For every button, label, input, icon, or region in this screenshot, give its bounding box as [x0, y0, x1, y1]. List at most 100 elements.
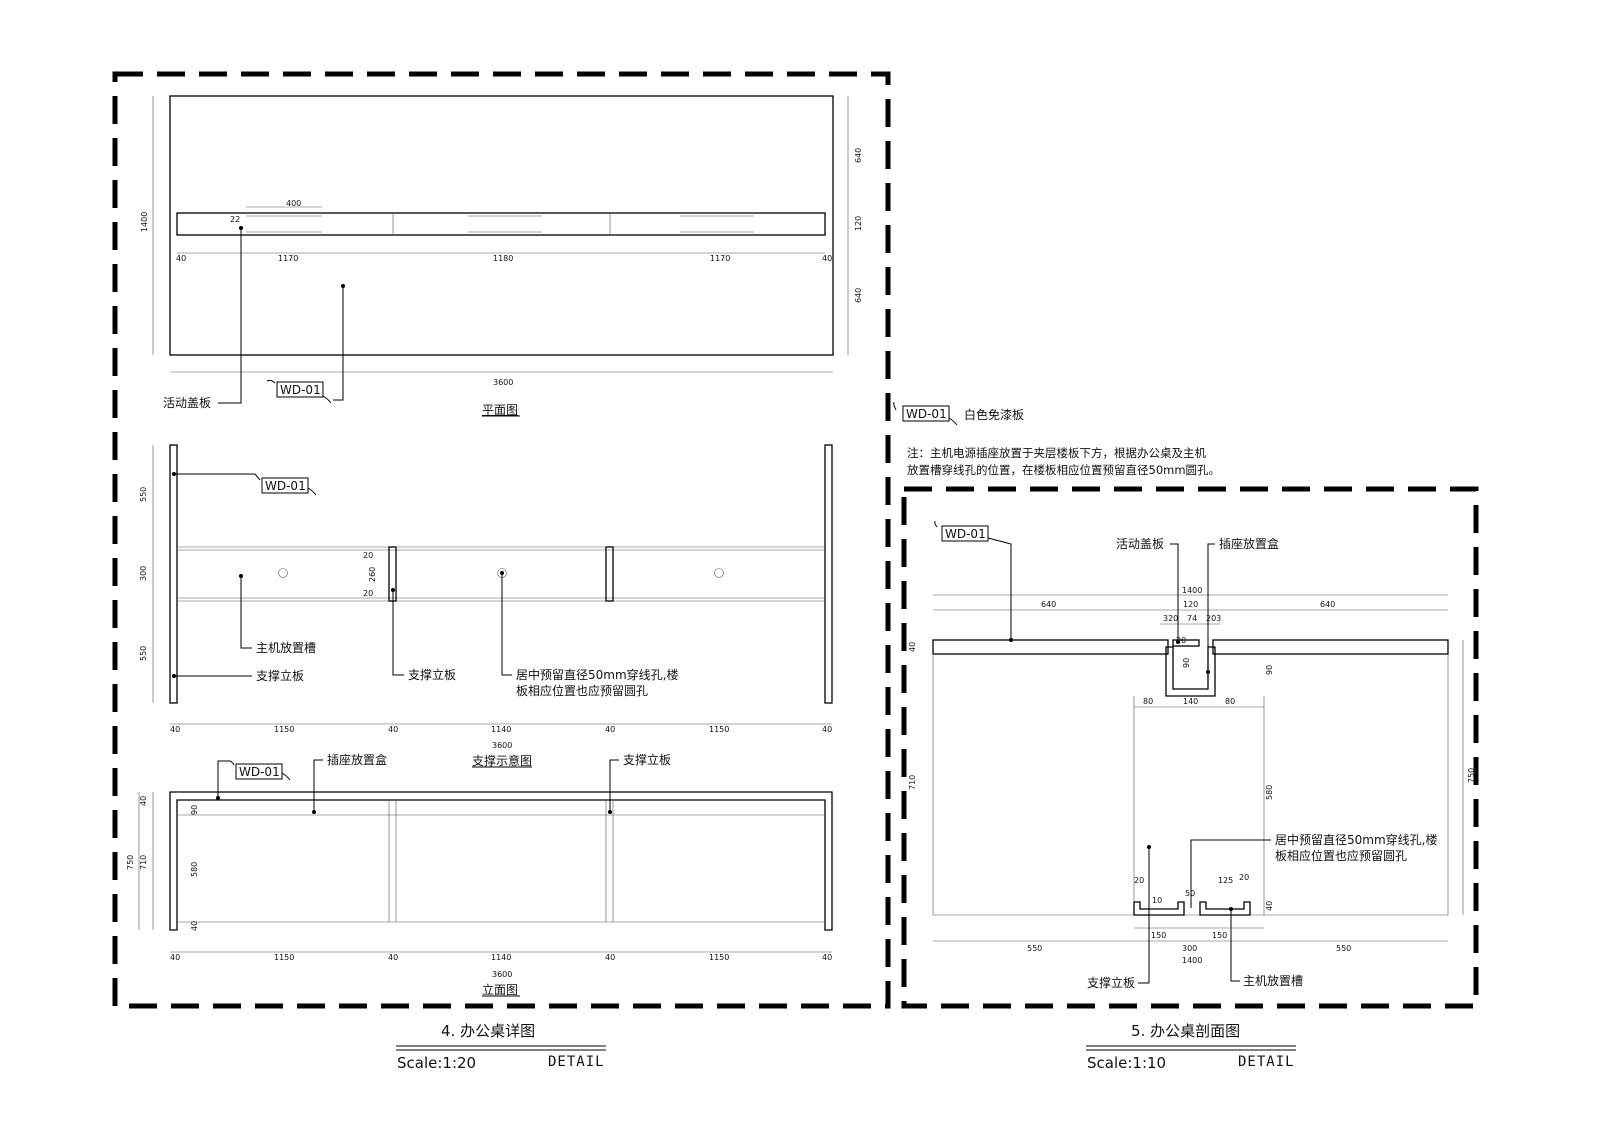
- elev-dim-e2: 40: [388, 953, 398, 962]
- support-tag-material: WD-01: [265, 479, 306, 493]
- support-dim-e4: 40: [822, 725, 832, 734]
- section-tag-material: WD-01: [945, 527, 986, 541]
- section-label-socket-box: 插座放置盒: [1219, 536, 1279, 551]
- plan-dim-bottom: 640: [854, 288, 863, 303]
- support-label-hole-line2: 板相应位置也应预留圆孔: [516, 683, 648, 698]
- plan-dim-top: 640: [854, 148, 863, 163]
- section-dim-b3: 80: [1225, 697, 1235, 706]
- support-dim-t1: 20: [363, 551, 373, 560]
- elev-dim-slot: 90: [190, 805, 199, 815]
- section-dim-total-top: 1400: [1182, 586, 1202, 595]
- section-base-left: [1133, 901, 1185, 916]
- section-dim-f3: 50: [1185, 889, 1195, 898]
- section-dim-height: 750: [1467, 768, 1476, 783]
- section-dim-c3: 203: [1206, 614, 1221, 623]
- section-label-cover: 活动盖板: [1116, 537, 1164, 551]
- support-label-panel-left: 支撑立板: [256, 668, 304, 683]
- section-view: 1400 640 120 640 320 74 203 20 40 90 90 …: [908, 520, 1476, 990]
- section-dim-f5: 20: [1239, 873, 1249, 882]
- elev-tag-material: WD-01: [239, 765, 280, 779]
- section-desktop-left: [932, 639, 1169, 655]
- support-dim-mid: 300: [139, 566, 148, 581]
- section-label-host-slot: 主机放置槽: [1243, 973, 1303, 988]
- section-dim-b2: 140: [1183, 697, 1198, 706]
- cable-hole-3: [714, 568, 724, 578]
- section-dim-box-depth-r: 90: [1265, 665, 1274, 675]
- support-panel-mid-2: [605, 546, 614, 602]
- support-dim-s3: 1150: [709, 725, 729, 734]
- section-dim-height-inner: 710: [908, 775, 917, 790]
- section-label-hole-line2: 板相应位置也应预留圆孔: [1275, 848, 1407, 863]
- support-dim-s2: 1140: [491, 725, 511, 734]
- elev-dim-height: 750: [126, 855, 135, 870]
- section-dim-w-right: 640: [1320, 600, 1335, 609]
- section-dim-h1: 550: [1027, 944, 1042, 953]
- section-dim-h3: 550: [1336, 944, 1351, 953]
- elevation-view: 40 750 710 90 580 40 40 1150 40 1140 40 …: [126, 752, 833, 997]
- section-dim-c4: 20: [1176, 636, 1186, 645]
- plan-dim-total: 3600: [493, 378, 513, 387]
- legend-desc: 白色免漆板: [964, 407, 1024, 422]
- elev-dim-leg: 580: [190, 862, 199, 877]
- support-label-host-slot: 主机放置槽: [256, 640, 316, 655]
- support-dim-e1: 40: [170, 725, 180, 734]
- support-dim-s1: 1150: [274, 725, 294, 734]
- elev-dim-s2: 1140: [491, 953, 511, 962]
- section-desktop-right: [1212, 639, 1449, 655]
- elevation-title: 立面图: [482, 982, 518, 997]
- title-right-scale: Scale:1:10: [1087, 1054, 1166, 1072]
- elev-label-panel: 支撑立板: [623, 752, 671, 767]
- support-label-panel-mid: 支撑立板: [408, 667, 456, 682]
- section-dim-f2: 10: [1152, 896, 1162, 905]
- support-label-hole-line1: 居中预留直径50mm穿线孔,楼: [516, 667, 678, 682]
- section-dim-g1: 150: [1151, 931, 1166, 940]
- plan-dim-edge-right: 40: [822, 254, 832, 263]
- elev-dim-top: 40: [139, 796, 148, 806]
- elev-dim-e4: 40: [822, 953, 832, 962]
- plan-title: 平面图: [482, 403, 518, 417]
- elev-dim-s1: 1150: [274, 953, 294, 962]
- plan-dim-span-2: 1180: [493, 254, 513, 263]
- plan-center-strip: [176, 212, 826, 236]
- section-dim-c2: 74: [1187, 614, 1197, 623]
- support-dim-e3: 40: [605, 725, 615, 734]
- title-block-right: 5. 办公桌剖面图 Scale:1:10 DETAIL: [1086, 1022, 1296, 1072]
- section-dim-b1: 80: [1143, 697, 1153, 706]
- section-dim-top-thk: 40: [908, 642, 917, 652]
- elev-label-socket-box: 插座放置盒: [327, 752, 387, 767]
- section-dim-c1: 320: [1163, 614, 1178, 623]
- section-dim-box-depth: 90: [1182, 658, 1191, 668]
- section-label-hole-line1: 居中预留直径50mm穿线孔,楼: [1275, 832, 1437, 847]
- support-panel-left: [169, 444, 178, 704]
- section-dim-base-h: 40: [1265, 901, 1274, 911]
- legend: WD-01 白色免漆板: [893, 401, 1024, 426]
- elev-dim-s3: 1150: [709, 953, 729, 962]
- plan-dim-span-1: 1170: [278, 254, 298, 263]
- note-line1: 注：主机电源插座放置于夹层楼板下方，根据办公桌及主机: [907, 446, 1206, 460]
- title-block-left: 4. 办公桌详图 Scale:1:20 DETAIL: [396, 1022, 606, 1072]
- section-label-panel: 支撑立板: [1087, 975, 1135, 990]
- elev-dim-e1: 40: [170, 953, 180, 962]
- detail-frame-left: [112, 71, 891, 1009]
- plan-label-cover: 活动盖板: [163, 396, 211, 410]
- elev-dim-e3: 40: [605, 953, 615, 962]
- support-dim-total: 3600: [492, 741, 512, 750]
- section-dim-h-total: 1400: [1182, 956, 1202, 965]
- section-dim-g2: 150: [1212, 931, 1227, 940]
- elevation-desk-shell: [169, 791, 833, 931]
- elev-dim-total: 3600: [492, 970, 512, 979]
- title-left-detail: DETAIL: [548, 1054, 605, 1070]
- plan-dim-edge-left: 40: [176, 254, 186, 263]
- support-dim-t3: 20: [363, 589, 373, 598]
- detail-frame-right: [901, 486, 1479, 1009]
- support-view: 550 300 550 20 260 20 40 1150 40 1140 40…: [139, 444, 833, 768]
- support-title: 支撑示意图: [472, 753, 532, 768]
- title-left-name: 4. 办公桌详图: [441, 1022, 535, 1040]
- section-cover: [1172, 639, 1200, 647]
- plan-dim-drawer: 400: [286, 199, 301, 208]
- section-dim-leg: 580: [1265, 785, 1274, 800]
- legend-tag: WD-01: [906, 407, 947, 421]
- section-dim-f4: 125: [1218, 876, 1233, 885]
